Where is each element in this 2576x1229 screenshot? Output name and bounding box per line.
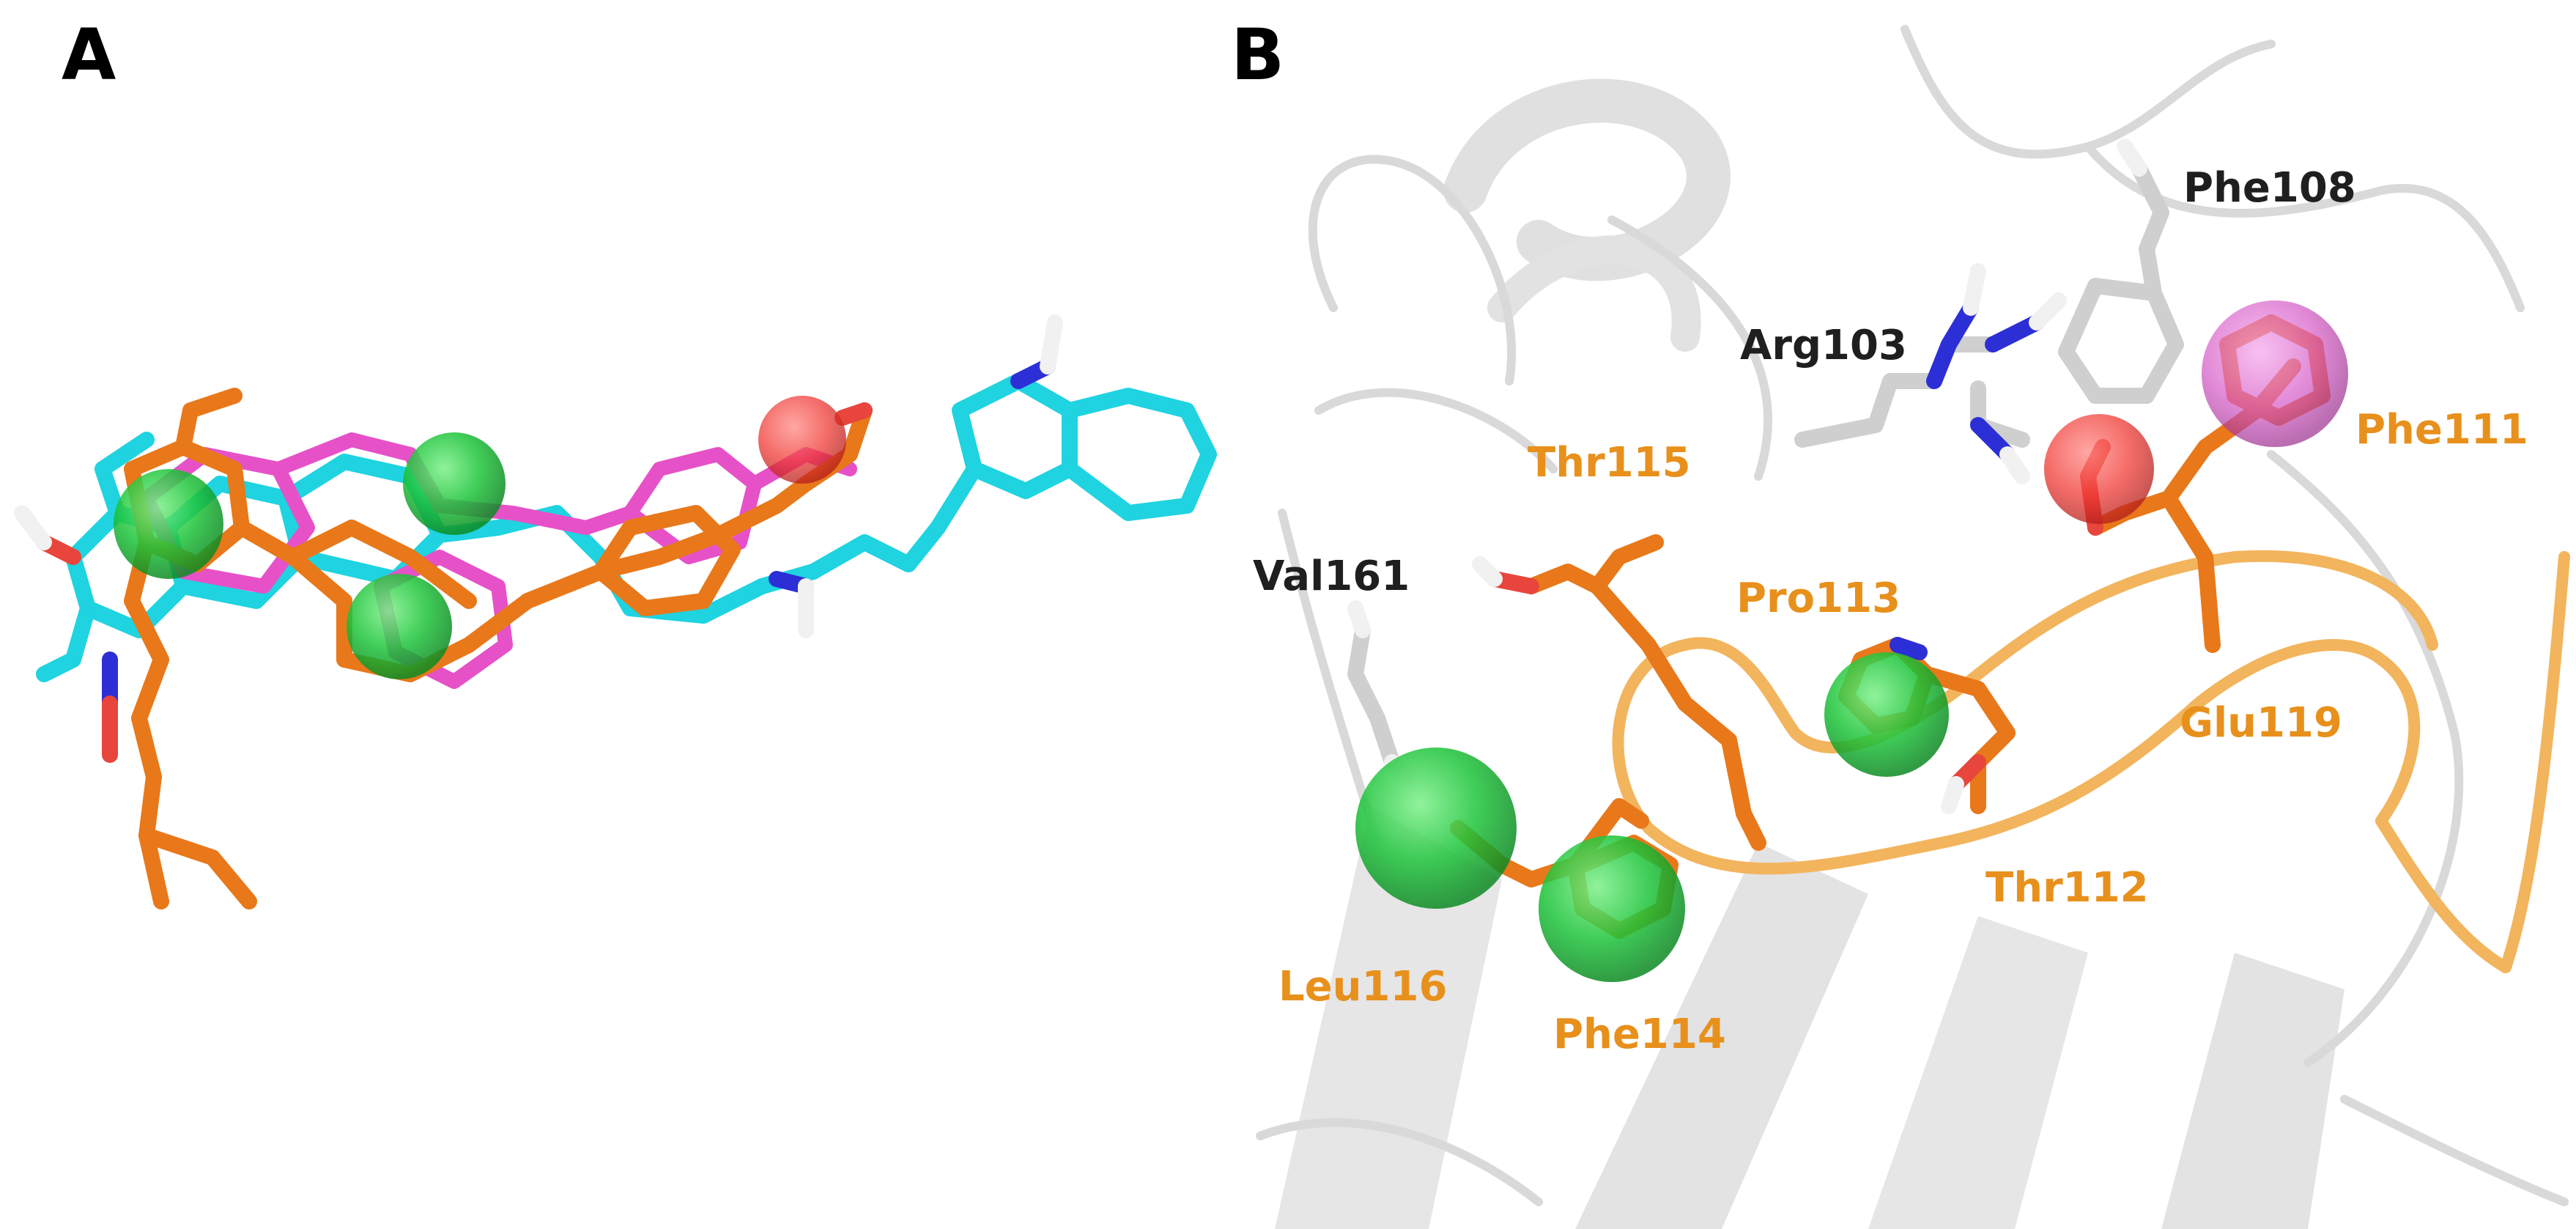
label-thr115: Thr115 bbox=[1528, 439, 1691, 487]
label-thr112: Thr112 bbox=[1985, 864, 2149, 912]
label-pro113: Pro113 bbox=[1736, 575, 1900, 622]
acceptor-sphere-glu119 bbox=[2044, 414, 2154, 524]
orange-residue-atoms bbox=[1472, 439, 2111, 814]
label-val161: Val161 bbox=[1253, 553, 1410, 600]
protein-cartoon bbox=[1256, 25, 2569, 1229]
val161-stick bbox=[1347, 622, 1400, 770]
heteroatoms-a bbox=[14, 314, 1063, 763]
phe108-stick bbox=[2131, 160, 2169, 301]
panel-a-label: A bbox=[62, 14, 116, 96]
panel-b-label: B bbox=[1231, 14, 1284, 96]
hydrophobic-sphere-2 bbox=[403, 432, 506, 535]
label-leu116: Leu116 bbox=[1278, 963, 1447, 1011]
thr115-backbone bbox=[1589, 578, 1737, 748]
hydrophobic-sphere-pro113 bbox=[1824, 652, 1949, 777]
ligand-superposition bbox=[14, 314, 1217, 909]
panel-b: B bbox=[1231, 14, 2570, 1229]
pharmacophore-spheres-a bbox=[114, 396, 846, 679]
orange-residues bbox=[1450, 314, 2331, 939]
thr112-stick bbox=[1919, 666, 2016, 814]
acceptor-sphere bbox=[758, 396, 846, 484]
loop-link bbox=[1721, 732, 1766, 851]
label-phe108: Phe108 bbox=[2183, 164, 2356, 212]
panel-a: A bbox=[14, 14, 1217, 909]
label-phe114: Phe114 bbox=[1553, 1011, 1726, 1058]
gray-residue-atoms bbox=[1347, 139, 2147, 785]
residue-labels: Phe108 Arg103 Phe111 Thr115 Val161 Pro11… bbox=[1253, 164, 2528, 1058]
hydrophobic-sphere-1 bbox=[114, 469, 223, 579]
label-arg103: Arg103 bbox=[1740, 322, 1907, 369]
label-phe111: Phe111 bbox=[2355, 406, 2528, 454]
label-glu119: Glu119 bbox=[2180, 699, 2342, 747]
orange-ligand bbox=[124, 388, 873, 909]
pharmacophore-spheres-b bbox=[1355, 300, 2348, 982]
aromatic-sphere-phe111 bbox=[2202, 300, 2348, 447]
aromatic-sphere-phe114 bbox=[1539, 835, 1685, 982]
aromatic-sphere bbox=[347, 574, 452, 679]
phe108-ring bbox=[2058, 278, 2184, 404]
hydrophobic-sphere-leu116 bbox=[1355, 748, 1517, 909]
